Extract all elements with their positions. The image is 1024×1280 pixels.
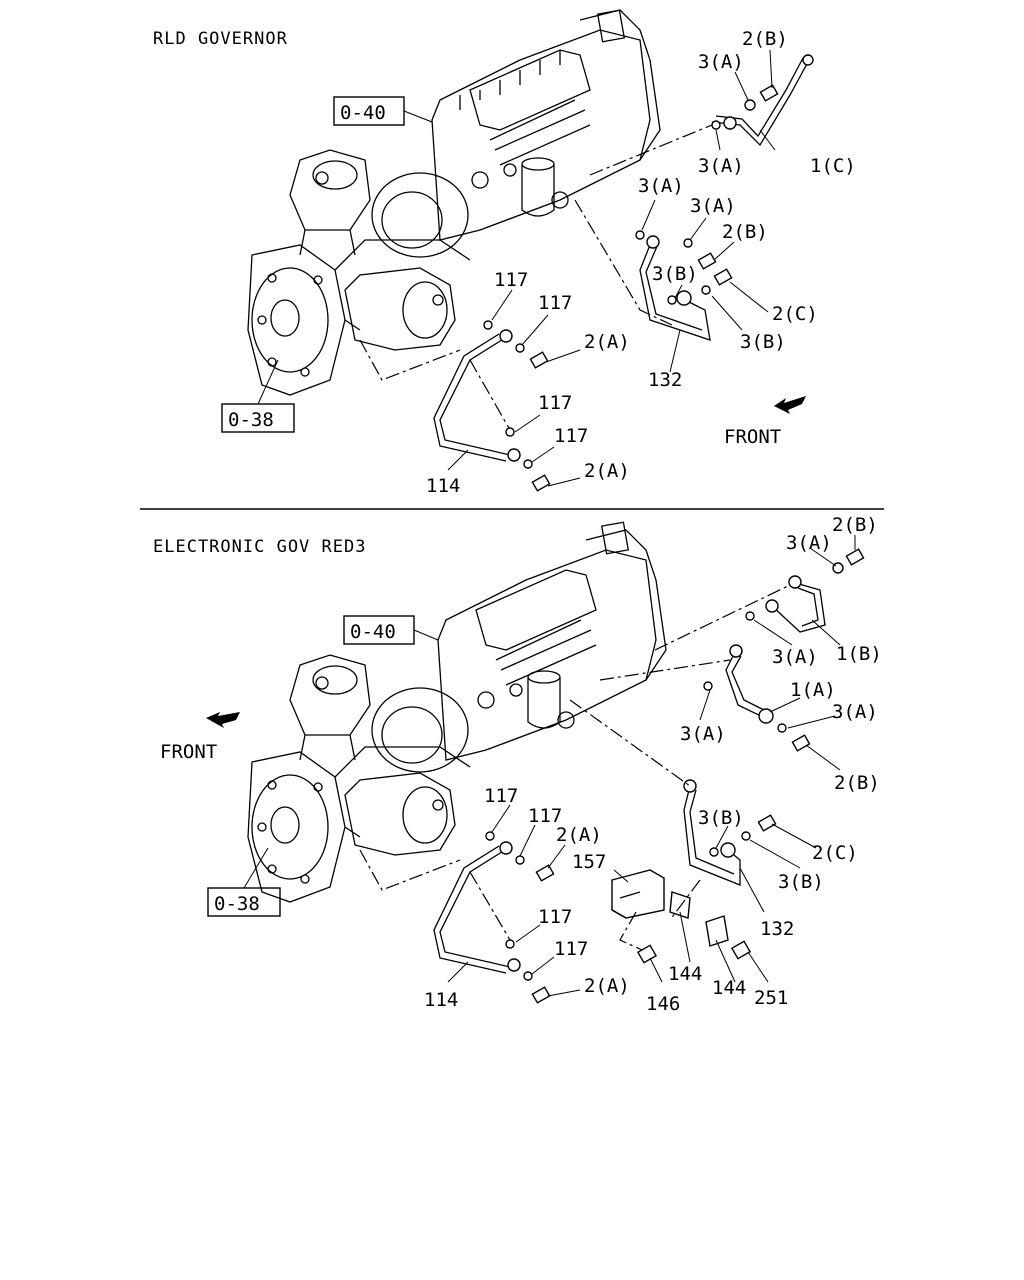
ref-label: 0-40: [340, 102, 386, 124]
callout: 117: [484, 785, 518, 807]
front-arrow-icon: [206, 712, 240, 728]
callout: 2(B): [742, 28, 788, 50]
ref-label: 0-38: [214, 893, 260, 915]
hardware-bottom: [485, 548, 865, 1004]
callout: 3(A): [698, 155, 744, 177]
callout: 1(A): [790, 679, 836, 701]
callout: 117: [538, 292, 572, 314]
ref-label: 0-40: [350, 621, 396, 643]
callout: 1(C): [810, 155, 856, 177]
callout: 3(A): [690, 195, 736, 217]
callout: 144: [712, 977, 746, 999]
callout: 144: [668, 963, 702, 985]
ref-box-0-40[interactable]: 0-40: [333, 96, 405, 126]
callout: 132: [760, 918, 794, 940]
callout: 2(A): [556, 824, 602, 846]
callout: 117: [538, 392, 572, 414]
oil-pipe-114[interactable]: [433, 841, 521, 974]
callout: 117: [538, 906, 572, 928]
callout: 3(B): [740, 331, 786, 353]
clip-144-b[interactable]: [705, 915, 729, 947]
bracket-157[interactable]: [611, 869, 665, 919]
front-label: FRONT: [160, 741, 217, 763]
section-title: RLD GOVERNOR: [153, 29, 288, 49]
callout: 3(A): [680, 723, 726, 745]
callout: 2(B): [722, 221, 768, 243]
callout: 132: [648, 369, 682, 391]
callout: 117: [554, 938, 588, 960]
callout: 2(B): [832, 514, 878, 536]
ref-label: 0-38: [228, 409, 274, 431]
bolt-146: [636, 944, 658, 964]
section-title: ELECTRONIC GOV RED3: [153, 537, 366, 557]
callout: 3(B): [652, 263, 698, 285]
oil-pipe-1a[interactable]: [725, 644, 774, 724]
section-electronic-gov: ELECTRONIC GOV RED3 0-40 0-38: [153, 514, 882, 1015]
injection-pump-assembly: [247, 521, 667, 903]
oil-pipe-132[interactable]: [683, 779, 741, 886]
callout: 117: [554, 425, 588, 447]
callout: 157: [572, 851, 606, 873]
callout: 2(A): [584, 975, 630, 997]
callout: 3(B): [698, 807, 744, 829]
callout: 2(A): [584, 460, 630, 482]
callout: 117: [494, 269, 528, 291]
hardware-top: [483, 84, 779, 492]
callout: 3(A): [698, 51, 744, 73]
callout: 251: [754, 987, 788, 1009]
ref-box-0-38[interactable]: 0-38: [221, 403, 295, 433]
injection-pump-assembly: [247, 9, 661, 396]
callout: 114: [426, 475, 460, 497]
clip-144-a[interactable]: [669, 891, 691, 919]
callout: 1(B): [836, 643, 882, 665]
bolt-251: [730, 940, 752, 960]
callout: 3(A): [772, 646, 818, 668]
callout: 3(A): [786, 532, 832, 554]
callout: 3(B): [778, 871, 824, 893]
front-arrow-icon: [774, 396, 806, 414]
oil-pipe-114[interactable]: [433, 329, 521, 462]
front-label: FRONT: [724, 426, 781, 448]
callout: 117: [528, 805, 562, 827]
callout: 146: [646, 993, 680, 1015]
oil-pipe-132[interactable]: [639, 235, 711, 341]
oil-pipe-1b[interactable]: [765, 575, 826, 633]
callout: 2(B): [834, 772, 880, 794]
callout: 2(C): [772, 303, 818, 325]
callout: 2(A): [584, 331, 630, 353]
callout: 2(C): [812, 842, 858, 864]
oil-pipe-1c[interactable]: [711, 54, 814, 147]
ref-box-0-38[interactable]: 0-38: [207, 887, 281, 917]
ref-box-0-40[interactable]: 0-40: [343, 615, 415, 645]
callout: 114: [424, 989, 458, 1011]
section-rld-governor: RLD GOVERNOR 0-40 0-38: [153, 9, 856, 497]
callout: 3(A): [638, 175, 684, 197]
callout: 3(A): [832, 701, 878, 723]
